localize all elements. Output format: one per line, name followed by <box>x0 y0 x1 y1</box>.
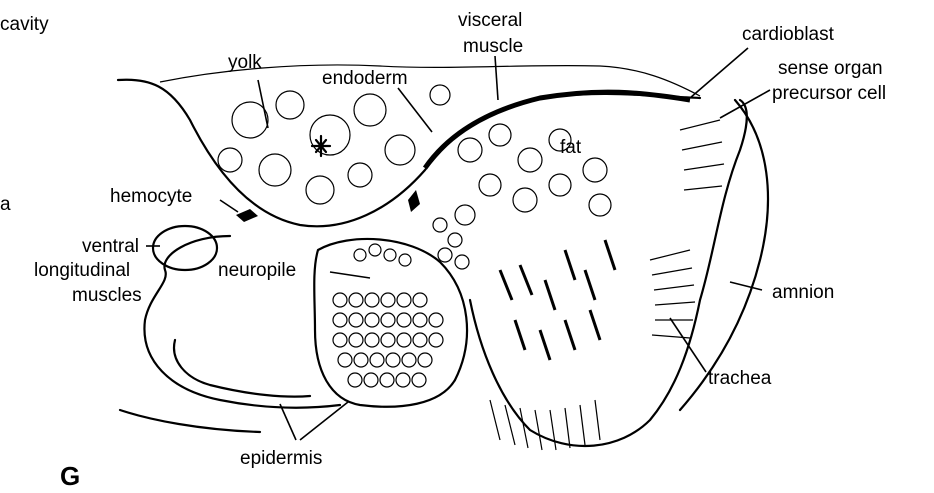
leader-amnion <box>730 282 762 290</box>
leader-endoderm <box>398 88 432 132</box>
hemocyte-cell <box>236 209 258 222</box>
label-edge-letter: a <box>0 194 11 215</box>
amnion-line <box>680 100 768 410</box>
leader-visceral-muscle <box>495 56 498 100</box>
yolk-granules <box>218 85 450 204</box>
nerve-cord-outline <box>314 239 467 407</box>
leader-trachea <box>670 318 706 372</box>
panel-letter: G <box>60 461 80 491</box>
lateral-body-outline <box>470 100 747 446</box>
leader-yolk <box>258 80 268 128</box>
label-visceral-line2: muscle <box>463 36 523 57</box>
label-neuropile: neuropile <box>218 260 296 281</box>
visceral-muscle-band <box>425 92 690 168</box>
endoderm-cell <box>408 190 420 212</box>
label-hemocyte: hemocyte <box>110 186 192 207</box>
leader-hemocyte <box>220 200 238 212</box>
leader-lines <box>146 48 770 440</box>
label-epidermis: epidermis <box>240 448 322 469</box>
label-cardioblast: cardioblast <box>742 24 835 45</box>
label-trachea: trachea <box>708 368 772 389</box>
leader-neuropile <box>330 272 370 278</box>
star-cell <box>312 136 330 156</box>
leader-epidermis-1 <box>280 404 296 440</box>
label-sense-organ-line2: precursor cell <box>772 83 886 104</box>
label-endoderm: endoderm <box>322 68 408 89</box>
label-ventral-line3: muscles <box>72 285 142 306</box>
ventral-muscle-oval <box>153 226 217 270</box>
label-cavity: cavity <box>0 14 49 35</box>
label-visceral-line1: visceral <box>458 10 522 31</box>
label-amnion: amnion <box>772 282 834 303</box>
epidermis-inner <box>174 340 310 397</box>
tissue-drawing <box>118 65 768 450</box>
label-ventral-line1: ventral <box>82 236 139 257</box>
epidermis-lower <box>120 410 260 432</box>
label-ventral-line2: longitudinal <box>34 260 130 281</box>
label-sense-organ-line1: sense organ <box>778 58 883 79</box>
muscle-fibers <box>500 240 615 360</box>
fat-body-cells <box>455 124 611 225</box>
label-yolk: yolk <box>228 52 262 73</box>
label-fat: fat <box>560 137 582 158</box>
leader-cardioblast <box>690 48 748 98</box>
